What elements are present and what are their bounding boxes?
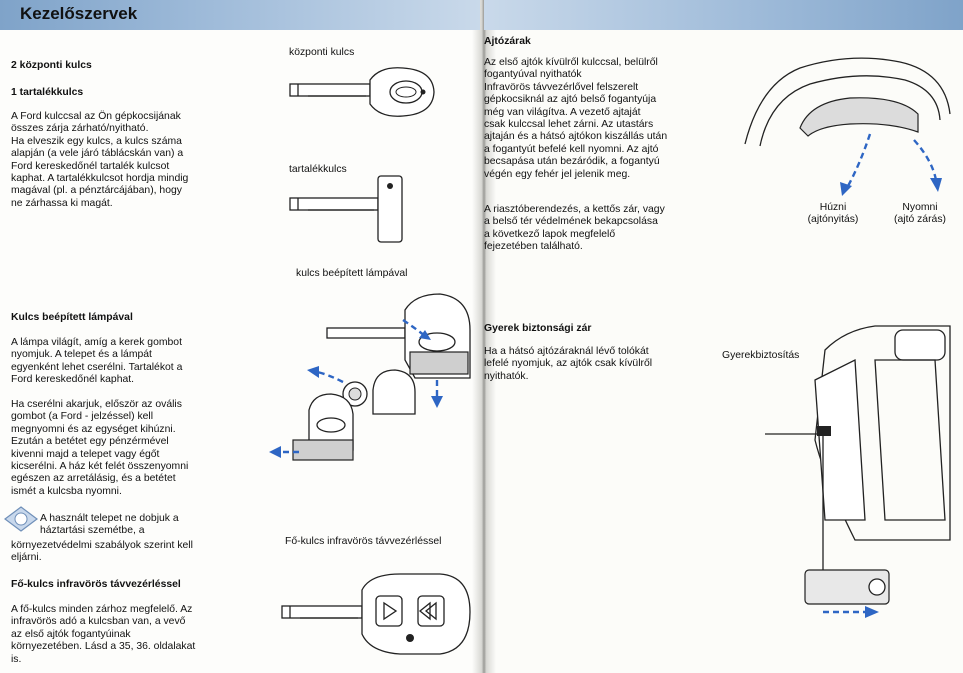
header-bar-right — [484, 0, 963, 30]
lamp-key-illustration — [269, 293, 471, 461]
header-bar — [0, 0, 480, 30]
paragraph-lamp-key-1: A lámpa világít, amíg a kerek gombot nyo… — [11, 337, 183, 386]
environment-note-2: környezetvédelmi szabályok szerint kell … — [11, 540, 193, 564]
paragraph-master-key: A fő-kulcs minden zárhoz megfelelő. Az i… — [11, 604, 196, 665]
paragraph-lamp-key-2: Ha cserélni akarjuk, először az ovális g… — [11, 399, 189, 497]
heading-central-keys: 2 központi kulcs — [11, 60, 92, 71]
caption-pull: Húzni (ajtónyitás) — [807, 202, 859, 226]
caption-master-key: Fő-kulcs infravörös távvezérléssel — [285, 536, 442, 547]
heading-child-lock: Gyerek biztonsági zár — [484, 323, 592, 334]
heading-lamp-key: Kulcs beépített lámpával — [11, 312, 133, 323]
paragraph-door-locks: Az első ajtók kívülről kulccsal, belülrő… — [484, 57, 668, 180]
spare-key-illustration — [289, 175, 403, 243]
page-title: Kezelőszervek — [20, 4, 138, 23]
book-gutter — [472, 0, 496, 673]
caption-central-key: központi kulcs — [289, 47, 355, 58]
caption-spare-key: tartalékkulcs — [289, 164, 347, 175]
environment-note-icon — [4, 506, 38, 532]
environment-note-1: A használt telepet ne dobjuk a háztartás… — [40, 513, 179, 537]
caption-push: Nyomni (ajtó zárás) — [894, 202, 946, 226]
heading-master-key: Fő-kulcs infravörös távvezérléssel — [11, 579, 181, 590]
paragraph-spare-key: A Ford kulccsal az Ön gépkocsijának össz… — [11, 111, 189, 209]
master-key-illustration — [281, 573, 471, 655]
paragraph-child-lock: Ha a hátsó ajtózáraknál lévő tolókát lef… — [484, 346, 653, 382]
child-lock-illustration — [765, 325, 951, 618]
caption-lamp-key: kulcs beépített lámpával — [296, 268, 408, 279]
heading-spare-key: 1 tartalékkulcs — [11, 87, 84, 98]
door-handle-illustration — [744, 57, 951, 196]
central-key-illustration — [289, 67, 435, 117]
caption-child-lock: Gyerekbiztosítás — [722, 350, 800, 361]
heading-door-locks: Ajtózárak — [484, 36, 531, 47]
paragraph-alarm: A riasztóberendezés, a kettős zár, vagy … — [484, 204, 665, 253]
